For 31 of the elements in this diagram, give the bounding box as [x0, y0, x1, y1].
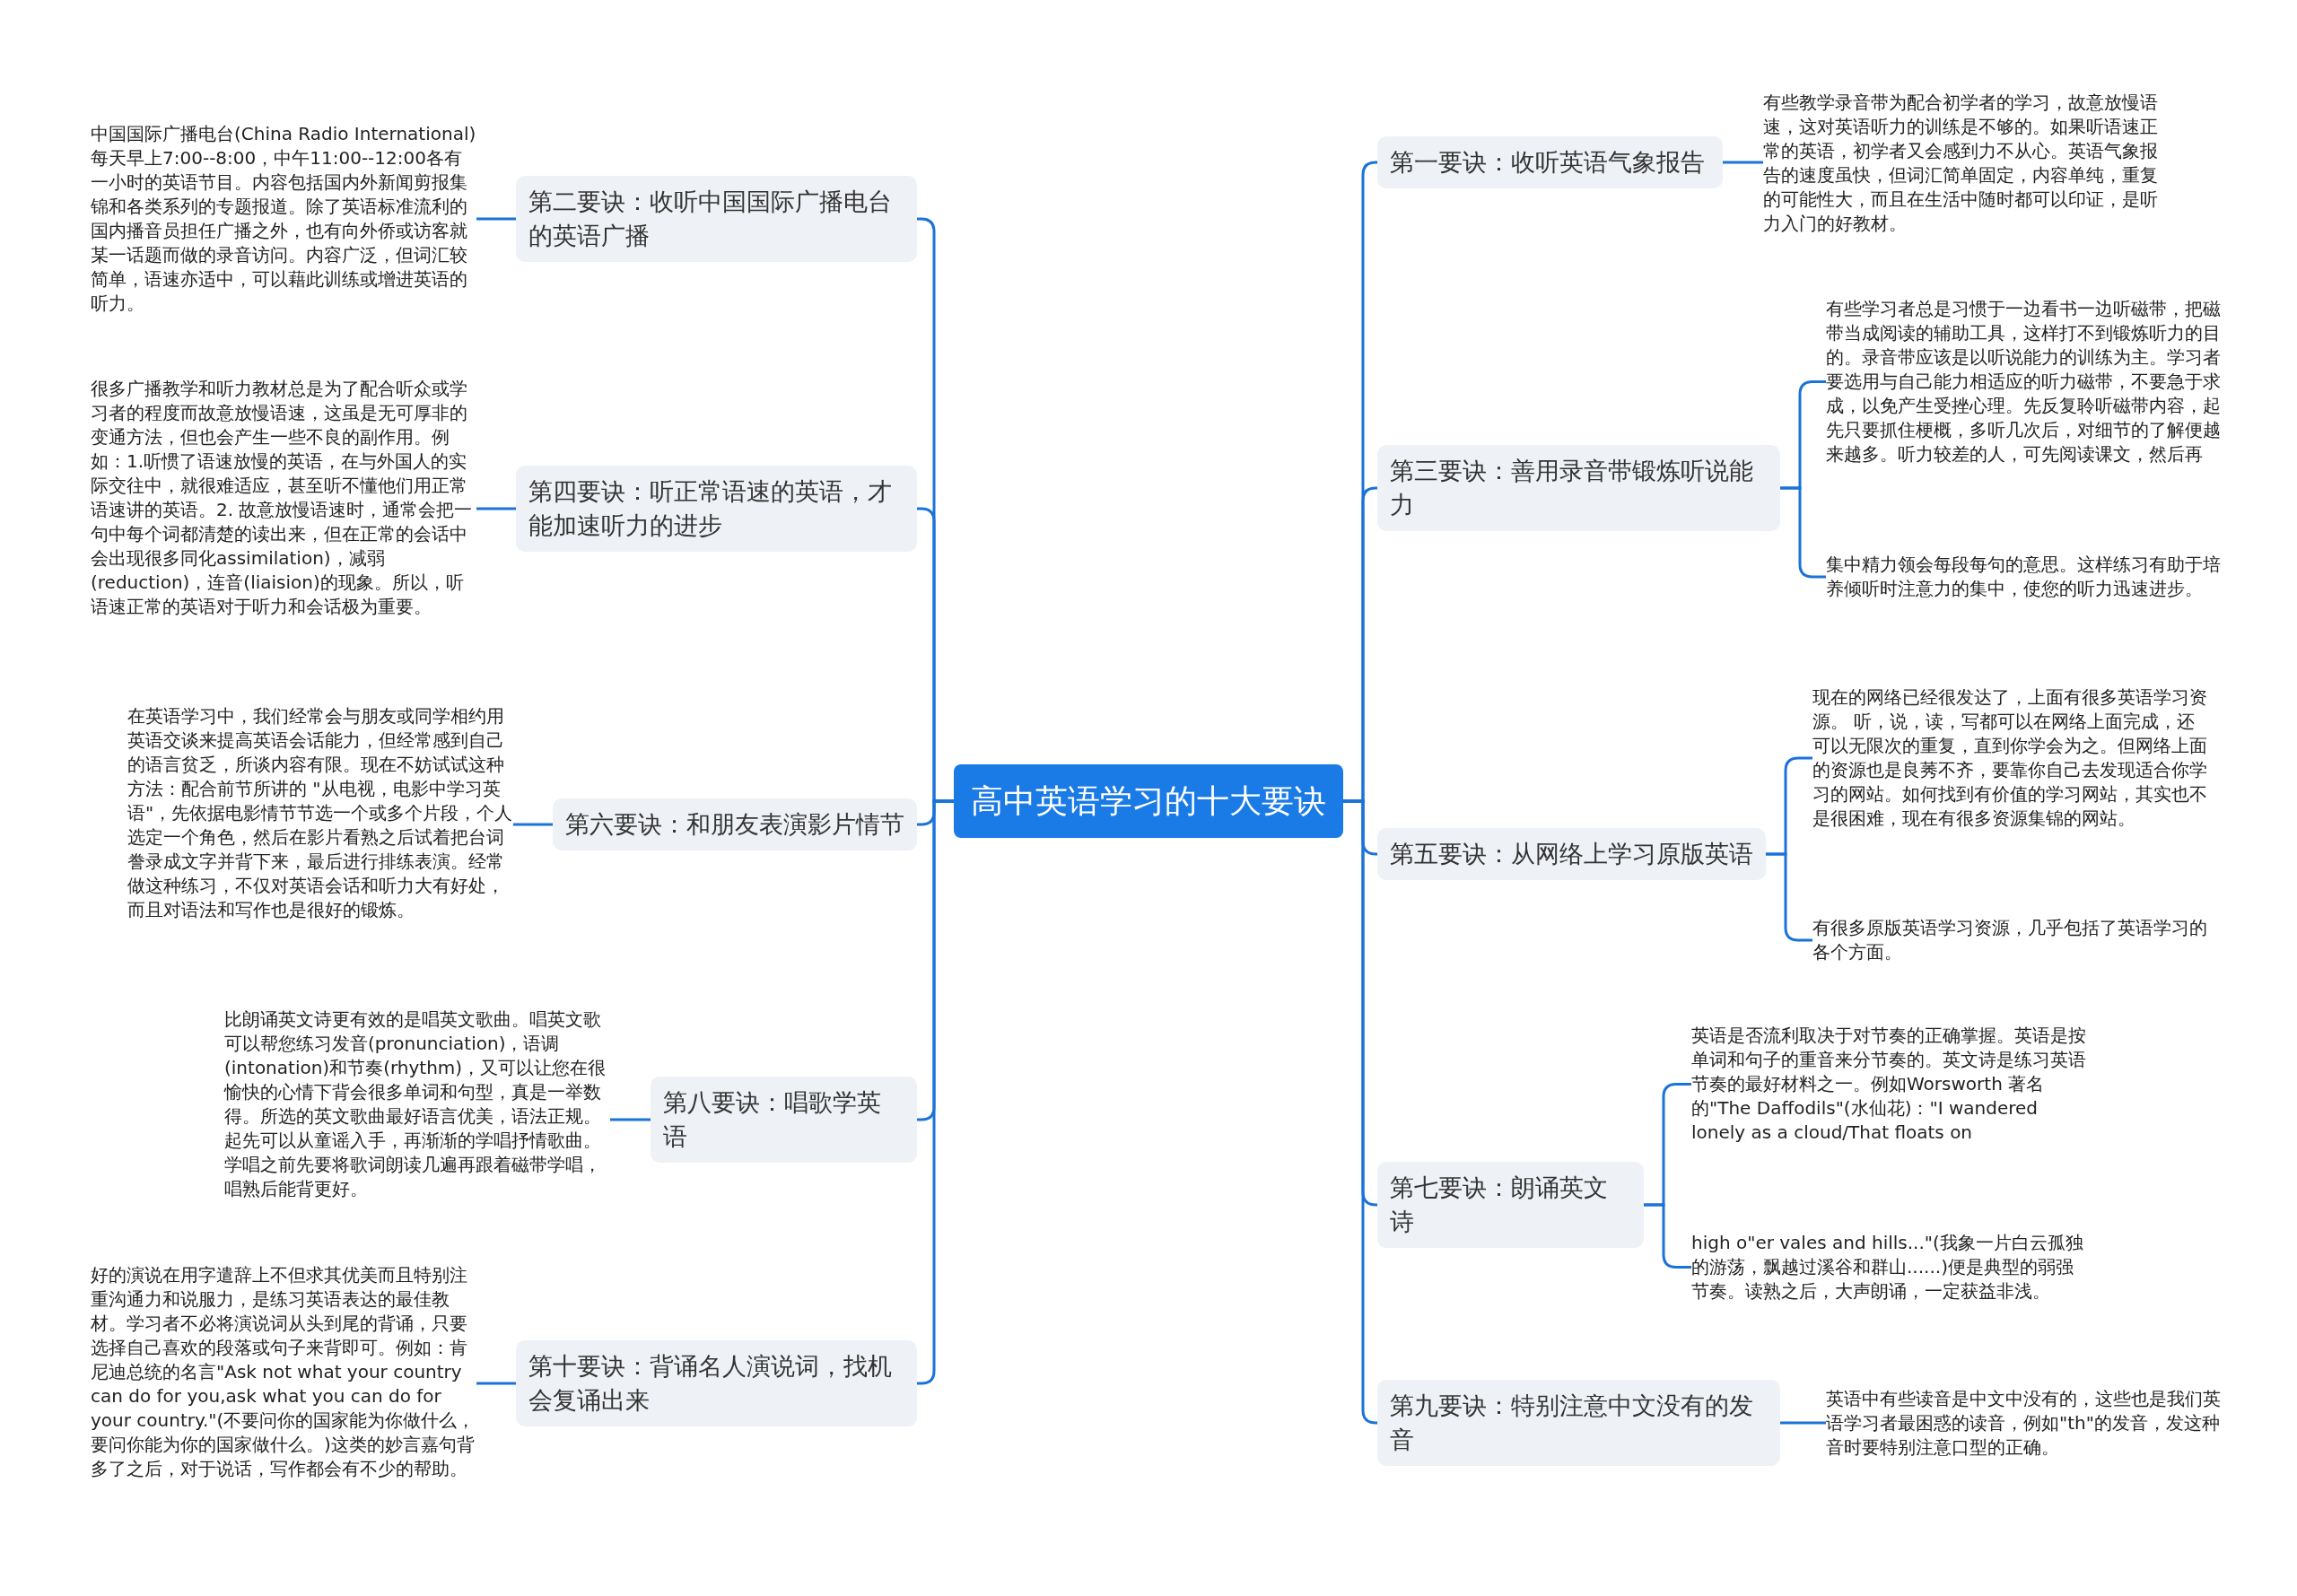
topic-box: 第八要诀：唱歌学英语: [651, 1077, 917, 1163]
connector-line: [476, 1382, 516, 1385]
note-text: 好的演说在用字遣辞上不但求其优美而且特别注重沟通力和说服力，是练习英语表达的最佳教材。学习者不必将演说词从头到尾的背诵，只要选择自己喜欢的段落或句子来背即可。例如：肯尼迪总统的名言"Ask not what your country can do for you,ask what you can do for your country."(不要问你的国家能为你做什么，要问你能为你的国家做什么。)这类的妙言嘉句背多了之后，对于说话，写作都会有不少的帮助。: [91, 1263, 476, 1481]
topic-box: 第四要诀：听正常语速的英语，才能加速听力的进步: [516, 466, 917, 552]
note-text: 比朗诵英文诗更有效的是唱英文歌曲。唱英文歌可以帮您练习发音(pronunciation)，语调(intonation)和节奏(rhythm)，又可以让您在很愉快的心情下背会很多单词和句型，真是一举数得。所选的英文歌曲最好语言优美，语法正规。起先可以从童谣入手，再渐渐的学唱抒情歌曲。学唱之前先要将歌词朗读几遍再跟着磁带学唱，唱熟后能背更好。: [224, 1007, 610, 1201]
note-text: 集中精力领会每段每句的意思。这样练习有助于培养倾听时注意力的集中，使您的听力迅速进步。: [1826, 553, 2221, 601]
note-text: 有很多原版英语学习资源，几乎包括了英语学习的各个方面。: [1812, 916, 2207, 964]
note-text: 英语是否流利取决于对节奏的正确掌握。英语是按单词和句子的重音来分节奏的。英文诗是练习英语节奏的最好材料之一。例如Worsworth 著名的"The Daffodils"(水仙花)："I wandered lonely as a cloud/That floats on: [1691, 1024, 2086, 1145]
note-text: 中国国际广播电台(China Radio International)每天早上7:00--8:00，中午11:00--12:00各有一小时的英语节目。内容包括国内外新闻剪报集锦和各类系列的专题报道。除了英语标准流利的国内播音员担任广播之外，也有向外侨或访客就某一话题而做的录音访问。内容广泛，但词汇较简单，语速亦适中，可以藉此训练或增进英语的听力。: [91, 122, 476, 316]
note-text: high o"er vales and hills..."(我象一片白云孤独的游荡，飘越过溪谷和群山......)便是典型的弱强节奏。读熟之后，大声朗诵，一定获益非浅。: [1691, 1231, 2086, 1304]
topic-box: 第五要诀：从网络上学习原版英语: [1377, 828, 1766, 880]
topic-box: 第六要诀：和朋友表演影片情节: [553, 798, 917, 850]
topic-box: 第七要诀：朗诵英文诗: [1377, 1162, 1644, 1248]
note-text: 很多广播教学和听力教材总是为了配合听众或学习者的程度而故意放慢语速，这虽是无可厚非的变通方法，但也会产生一些不良的副作用。例如：1.听惯了语速放慢的英语，在与外国人的实际交往中，就很难适应，甚至听不懂他们用正常语速讲的英语。2. 故意放慢语速时，通常会把一句中每个词都清楚的读出来，但在正常的会话中会出现很多同化assimilation)，减弱(reduction)，连音(liaision)的现象。所以，听语速正常的英语对于听力和会话极为重要。: [91, 377, 476, 619]
connector-line: [476, 507, 516, 510]
note-text: 在英语学习中，我们经常会与朋友或同学相约用英语交谈来提高英语会话能力，但经常感到自己的语言贫乏，所谈内容有限。现在不妨试试这种方法：配合前节所讲的 "从电视，电影中学习英语"，先依据电影情节节选一个或多个片段，个人选定一个角色，然后在影片看熟之后试着把台词誊录成文字并背下来，最后进行排练表演。经常做这种练习，不仅对英语会话和听力大有好处，而且对语法和写作也是很好的锻炼。: [127, 704, 513, 922]
connector-line: [476, 217, 516, 221]
topic-box: 第九要诀：特别注意中文没有的发音: [1377, 1380, 1780, 1466]
topic-box: 第十要诀：背诵名人演说词，找机会复诵出来: [516, 1340, 917, 1426]
central-topic-box: 高中英语学习的十大要诀: [954, 764, 1343, 838]
connector-line: [1780, 1421, 1826, 1425]
connector-line: [1723, 161, 1763, 164]
note-text: 现在的网络已经很发达了，上面有很多英语学习资源。 听，说，读，写都可以在网络上面完成，还可以无限次的重复，直到你学会为之。但网络上面的资源也是良莠不齐，要靠你自己去发现适合你学习的网站。如何找到有价值的学习网站，其实也不是很困难，现在有很多资源集锦的网站。: [1812, 685, 2207, 831]
connector-line: [513, 823, 553, 826]
topic-box: 第一要诀：收听英语气象报告: [1377, 136, 1723, 188]
connector-line: [610, 1118, 651, 1121]
topic-box: 第二要诀：收听中国国际广播电台的英语广播: [516, 176, 917, 262]
topic-box: 第三要诀：善用录音带锻炼听说能力: [1377, 445, 1780, 531]
note-text: 英语中有些读音是中文中没有的，这些也是我们英语学习者最困惑的读音，例如"th"的发音，发这种音时要特别注意口型的正确。: [1826, 1387, 2221, 1460]
note-text: 有些教学录音带为配合初学者的学习，故意放慢语速，这对英语听力的训练是不够的。如果听语速正常的英语，初学者又会感到力不从心。英语气象报告的速度虽快，但词汇简单固定，内容单纯，重复的可能性大，而且在生活中随时都可以印证，是听力入门的好教材。: [1763, 91, 2158, 236]
note-text: 有些学习者总是习惯于一边看书一边听磁带，把磁带当成阅读的辅助工具，这样打不到锻炼听力的目的。录音带应该是以听说能力的训练为主。学习者要选用与自己能力相适应的听力磁带，不要急于求成，以免产生受挫心理。先反复聆听磁带内容，起先只要抓住梗概，多听几次后，对细节的了解便越来越多。听力较差的人，可先阅读课文，然后再: [1826, 297, 2221, 467]
